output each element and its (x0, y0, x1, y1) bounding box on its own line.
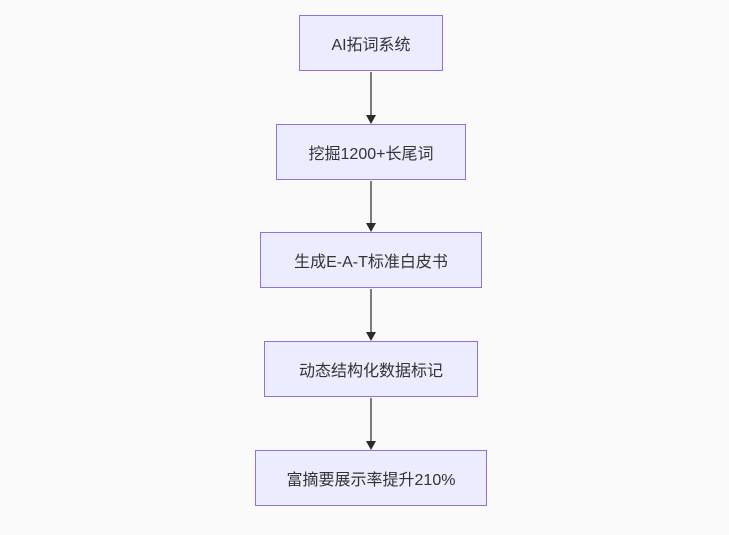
flow-node-label: 挖掘1200+长尾词 (308, 146, 434, 163)
flow-node-eat-whitepaper: 生成E-A-T标准白皮书 (260, 232, 482, 288)
flow-node-label: 富摘要展示率提升210% (286, 472, 456, 489)
edge-line (370, 72, 372, 117)
edge-line (370, 398, 372, 443)
flow-edge-1 (365, 72, 377, 124)
flow-node-structured-data-markup: 动态结构化数据标记 (264, 341, 478, 397)
flow-node-rich-snippet-result: 富摘要展示率提升210% (255, 450, 487, 506)
arrow-down-icon (366, 115, 376, 124)
flow-edge-2 (365, 181, 377, 232)
flow-node-ai-keyword-system: AI拓词系统 (299, 15, 443, 71)
flow-node-longtail-mining: 挖掘1200+长尾词 (276, 124, 466, 180)
flow-node-label: AI拓词系统 (331, 37, 411, 54)
edge-line (370, 289, 372, 334)
arrow-down-icon (366, 223, 376, 232)
flow-edge-3 (365, 289, 377, 341)
flow-node-label: 动态结构化数据标记 (298, 363, 443, 380)
flow-edge-4 (365, 398, 377, 450)
edge-line (370, 181, 372, 225)
arrow-down-icon (366, 441, 376, 450)
flow-node-label: 生成E-A-T标准白皮书 (294, 254, 448, 271)
arrow-down-icon (366, 332, 376, 341)
